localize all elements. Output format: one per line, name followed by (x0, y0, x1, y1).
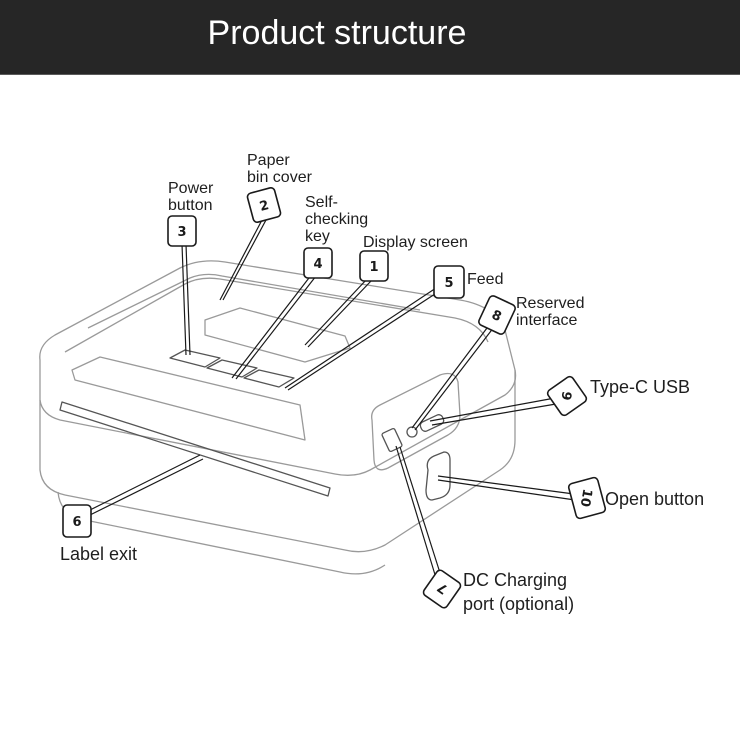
page-title: Product structure (207, 14, 467, 52)
callout-number-2: 2 (258, 198, 271, 215)
printer-illustration (39, 260, 517, 575)
leader-line-5 (284, 287, 439, 391)
label-reserved-interface: Reserved interface (516, 295, 585, 329)
callout-tag-9 (546, 375, 588, 417)
leader-line-3 (181, 243, 191, 356)
label-exit-slot (59, 401, 331, 497)
callout-tags (62, 186, 607, 609)
callout-tag-4 (303, 247, 333, 279)
leader-line-10 (437, 475, 576, 501)
printer-top-panel (87, 273, 421, 329)
display-screen-outline (204, 307, 351, 363)
label-paper-bin-cover: Paper bin cover (247, 152, 312, 186)
dc-port-outline (381, 427, 403, 453)
leader-line-6 (87, 454, 204, 516)
leader-line-2 (219, 219, 267, 301)
callout-tag-1 (359, 250, 389, 282)
leader-line-4 (231, 273, 317, 380)
callout-number-9: 9 (557, 390, 573, 402)
printer-base-line (57, 491, 386, 575)
callout-number-10: 10 (577, 488, 595, 508)
feed-button-outline (243, 369, 295, 388)
callout-number-6: 6 (72, 515, 81, 530)
callout-tag-2 (246, 186, 282, 224)
callout-number-1: 1 (369, 260, 378, 275)
printer-lower-body (39, 370, 516, 553)
callout-tag-10 (567, 476, 607, 520)
callout-number-4: 4 (313, 257, 322, 272)
callout-number-5: 5 (444, 276, 453, 291)
callout-tag-5 (433, 265, 465, 299)
header-bar: Product structure (0, 0, 740, 75)
label-power-button: Power button (168, 180, 214, 214)
label-label-exit: Label exit (60, 544, 138, 564)
leader-line-7 (395, 445, 442, 579)
label-self-checking-key: Self- checking key (305, 194, 369, 245)
printer-lid-inner (64, 277, 489, 353)
leader-line-8 (411, 323, 495, 431)
label-feed: Feed (467, 271, 504, 288)
callout-tag-8 (478, 295, 516, 335)
label-open-button: Open button (605, 489, 705, 509)
leader-line-9 (429, 397, 557, 426)
callout-tag-6 (62, 504, 92, 538)
label-dc-charging-port: DC Charging port (optional) (463, 570, 575, 614)
usb-port-outline (419, 414, 445, 432)
leader-lines (87, 219, 576, 579)
leader-line-1 (304, 278, 372, 348)
callout-tag-3 (167, 215, 197, 247)
printer-front-plateau (71, 356, 306, 441)
label-type-c-usb: Type-C USB (590, 377, 691, 397)
self-check-button-outline (206, 359, 258, 378)
open-button-outline (425, 451, 451, 501)
power-button-outline (169, 349, 221, 368)
callout-tag-7 (422, 569, 462, 609)
callout-number-3: 3 (177, 225, 186, 240)
label-display-screen: Display screen (363, 234, 468, 251)
